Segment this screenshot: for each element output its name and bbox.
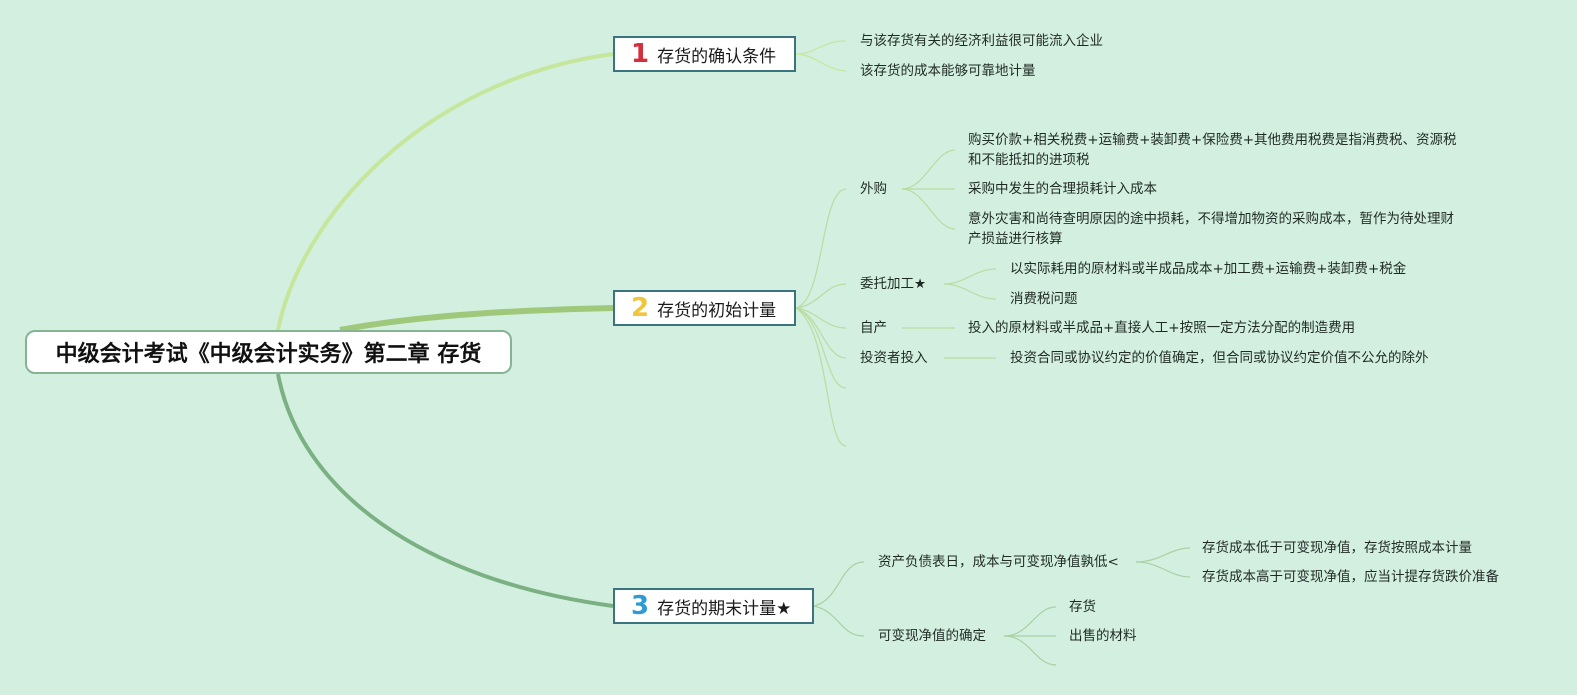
- leaf-waigou-2[interactable]: 采购中发生的合理损耗计入成本: [968, 181, 1157, 197]
- connector-root-branch3: [276, 373, 614, 608]
- connector-b3c1-leaf2: [1135, 561, 1191, 578]
- branch-number-1: 1: [631, 39, 650, 69]
- leaf-lower-of-cost-2[interactable]: 存货成本高于可变现净值，应当计提存货跌价准备: [1202, 569, 1499, 585]
- connector-b2-empty1: [795, 307, 847, 389]
- branch-number-3: 3: [631, 591, 650, 621]
- subtopic-lower-of-cost[interactable]: 资产负债表日，成本与可变现净值孰低<: [878, 554, 1119, 570]
- connector-b2-waigou: [795, 188, 847, 309]
- connector-b1-leaf2: [795, 53, 847, 72]
- connector-weituo-leaf1: [943, 268, 997, 285]
- subtopic-nrv[interactable]: 可变现净值的确定: [878, 628, 986, 644]
- root-topic-label: 中级会计考试《中级会计实务》第二章 存货: [55, 342, 482, 367]
- leaf-touzi-1[interactable]: 投资合同或协议约定的价值确定，但合同或协议约定价值不公允的除外: [1010, 350, 1429, 366]
- connector-b3-child1: [813, 561, 865, 607]
- leaf-waigou-3[interactable]: 意外灾害和尚待查明原因的途中损耗，不得增加物资的采购成本，暂作为待处理财产损益进…: [968, 211, 1454, 247]
- subtopic-waigou[interactable]: 外购: [860, 181, 887, 197]
- connector-b2-weituo: [795, 283, 847, 309]
- leaf-nrv-1[interactable]: 存货: [1069, 599, 1096, 615]
- subtopic-zichan[interactable]: 自产: [860, 320, 887, 336]
- leaf-weituo-2[interactable]: 消费税问题: [1010, 291, 1078, 307]
- connector-b3c1-leaf1: [1135, 547, 1191, 563]
- branch-label: 存货的初始计量: [657, 300, 777, 321]
- root-topic[interactable]: 中级会计考试《中级会计实务》第二章 存货: [25, 330, 512, 374]
- leaf-b1-2[interactable]: 该存货的成本能够可靠地计量: [860, 63, 1036, 79]
- connector-b3c2-leaf1: [1003, 606, 1057, 637]
- subtopic-touzi[interactable]: 投资者投入: [860, 350, 928, 366]
- leaf-weituo-1[interactable]: 以实际耗用的原材料或半成品成本+加工费+运输费+装卸费+税金: [1010, 261, 1407, 277]
- branch-initial-measurement[interactable]: 2 存货的初始计量: [613, 290, 796, 326]
- leaf-b1-1[interactable]: 与该存货有关的经济利益很可能流入企业: [860, 33, 1103, 49]
- branch-label: 存货的确认条件: [657, 46, 777, 67]
- connector-b3c2-empty: [1003, 635, 1057, 666]
- subtopic-weituo[interactable]: 委托加工★: [860, 276, 927, 292]
- connector-weituo-leaf2: [943, 283, 997, 300]
- leaf-nrv-2[interactable]: 出售的材料: [1069, 628, 1137, 644]
- connector-b3-child2: [813, 605, 865, 637]
- connector-b2-touzi: [795, 307, 847, 359]
- connector-root-branch2: [339, 305, 614, 333]
- leaf-lower-of-cost-1[interactable]: 存货成本低于可变现净值，存货按照成本计量: [1202, 540, 1472, 556]
- leaf-zichan-1[interactable]: 投入的原材料或半成品+直接人工+按照一定方法分配的制造费用: [968, 320, 1356, 336]
- branch-recognition-conditions[interactable]: 1 存货的确认条件: [613, 36, 796, 72]
- branch-label: 存货的期末计量★: [657, 598, 792, 619]
- connector-waigou-leaf3: [901, 188, 956, 230]
- connector-b2-zichan: [795, 307, 847, 329]
- connector-b1-leaf1: [795, 40, 847, 55]
- branch-period-end-measurement[interactable]: 3 存货的期末计量★: [613, 588, 814, 624]
- connector-waigou-leaf1: [901, 149, 956, 190]
- branch-number-2: 2: [631, 293, 650, 323]
- leaf-waigou-1[interactable]: 购买价款+相关税费+运输费+装卸费+保险费+其他费用税费是指消费税、资源税和不能…: [968, 132, 1457, 168]
- connector-root-branch1: [276, 52, 614, 331]
- connector-b2-empty2: [795, 307, 847, 447]
